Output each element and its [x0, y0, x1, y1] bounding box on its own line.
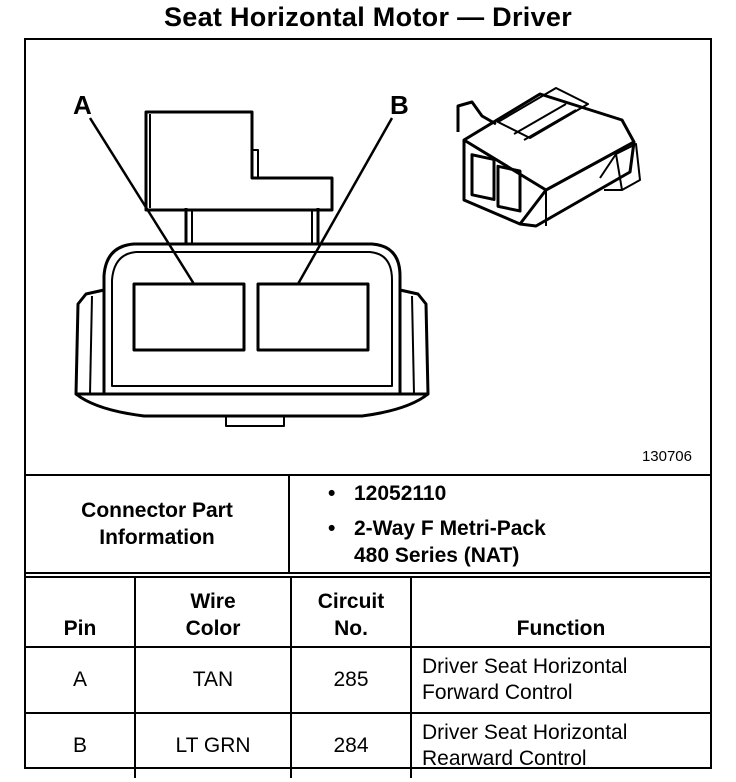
connector-iso-view [456, 87, 641, 228]
header-wire-color: Wire Color [134, 576, 292, 648]
header-function-text: Function [516, 617, 606, 640]
connector-drawing [74, 87, 641, 427]
diagram-frame: A B 130706 Connector Part Information • … [24, 38, 712, 778]
connector-latch [144, 110, 334, 212]
header-wire-line: Color [185, 617, 241, 640]
connector-info-values: • 12052110 • 2-Way F Metri-Pack 480 Seri… [288, 476, 710, 574]
label-pin-a: A [73, 90, 92, 120]
header-circuit-line: Circuit [317, 590, 385, 613]
part-number-item: • 12052110 [328, 480, 710, 507]
cell-pin: B [26, 712, 136, 778]
cell-wire-color: LT GRN [134, 712, 292, 778]
bullet: • [328, 516, 336, 540]
description-item: • 2-Way F Metri-Pack 480 Series (NAT) [328, 515, 710, 569]
connector-neck [184, 208, 320, 246]
pin-table: Pin Wire Color Circuit No. Function A TA… [26, 576, 710, 778]
cell-function: Driver Seat Horizontal Rearward Control [410, 712, 710, 778]
header-wire-line: Wire [190, 590, 236, 613]
connector-info-label: Connector Part Information [26, 476, 290, 574]
table-row: B LT GRN 284 Driver Seat Horizontal Rear… [26, 712, 710, 778]
leader-line-b [296, 117, 394, 285]
connector-body [102, 242, 402, 396]
connector-info-table: Connector Part Information • 12052110 • … [26, 476, 710, 574]
leader-line-a [88, 117, 196, 285]
pin-table-header: Pin Wire Color Circuit No. Function [26, 576, 710, 648]
description-line: 480 Series (NAT) [354, 543, 520, 567]
function-line: Forward Control [422, 681, 573, 704]
connector-ear-left [74, 288, 105, 396]
label-pin-b: B [390, 90, 409, 120]
cell-function: Driver Seat Horizontal Forward Control [410, 646, 710, 714]
function-line: Rearward Control [422, 747, 587, 770]
connector-info-label-line: Information [99, 526, 215, 549]
connector-info-label-line: Connector Part [81, 499, 233, 522]
cell-circuit: 285 [290, 646, 412, 714]
function-line: Driver Seat Horizontal [422, 721, 628, 744]
header-function: Function [410, 576, 710, 648]
cell-wire-color: TAN [134, 646, 292, 714]
header-circuit: Circuit No. [290, 576, 412, 648]
diagram-title: Seat Horizontal Motor — Driver [163, 2, 573, 32]
table-row: A TAN 285 Driver Seat Horizontal Forward… [26, 646, 710, 714]
cell-circuit: 284 [290, 712, 412, 778]
header-pin-text: Pin [63, 617, 97, 640]
connector-figure: A B 130706 [26, 40, 710, 476]
header-circuit-line: No. [334, 617, 368, 640]
connector-lip [75, 392, 429, 418]
description-line: 2-Way F Metri-Pack [354, 516, 546, 540]
part-number: 12052110 [354, 481, 447, 505]
header-pin: Pin [26, 576, 136, 648]
bullet: • [328, 481, 336, 505]
cavity-a [132, 282, 246, 352]
figure-id: 130706 [641, 448, 692, 465]
cell-pin: A [26, 646, 136, 714]
cavity-b [256, 282, 370, 352]
function-line: Driver Seat Horizontal [422, 655, 628, 678]
connector-ear-right [399, 288, 430, 396]
